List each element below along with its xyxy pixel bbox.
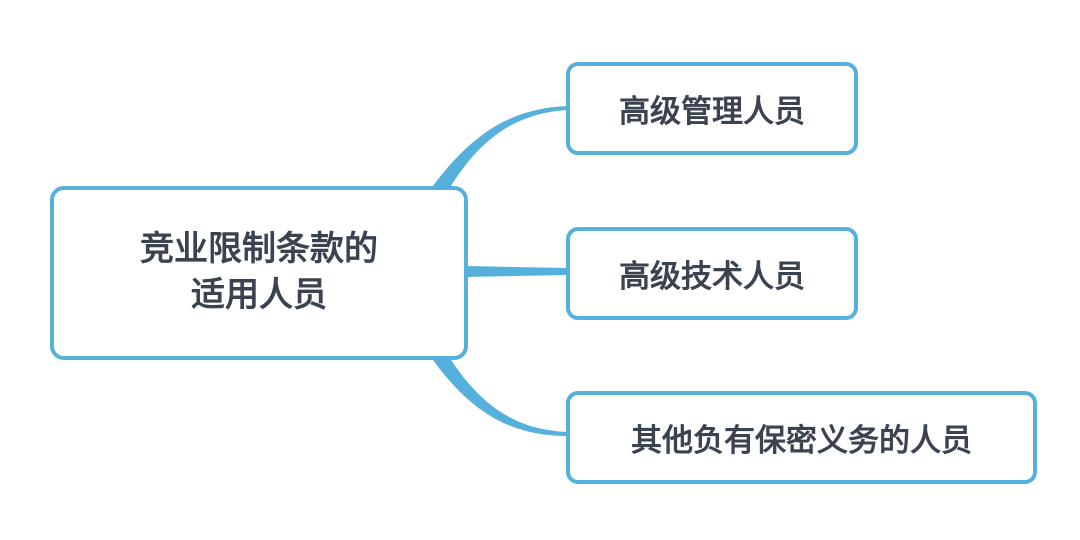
connector-to-child-2: [466, 266, 568, 277]
child-node-label: 其他负有保密义务的人员: [631, 423, 972, 459]
root-node[interactable]: 竞业限制条款的 适用人员: [50, 186, 468, 360]
child-node-label: 高级技术人员: [619, 259, 805, 295]
root-label-line-2: 适用人员: [191, 275, 327, 315]
child-node-senior-management[interactable]: 高级管理人员: [566, 62, 858, 155]
connector-to-child-1: [430, 106, 568, 194]
child-node-label: 高级管理人员: [619, 94, 805, 130]
connector-to-child-3: [430, 352, 568, 436]
child-node-confidentiality-obligation[interactable]: 其他负有保密义务的人员: [566, 391, 1037, 484]
root-label-line-1: 竞业限制条款的: [140, 229, 378, 270]
child-node-senior-technical[interactable]: 高级技术人员: [566, 227, 858, 320]
